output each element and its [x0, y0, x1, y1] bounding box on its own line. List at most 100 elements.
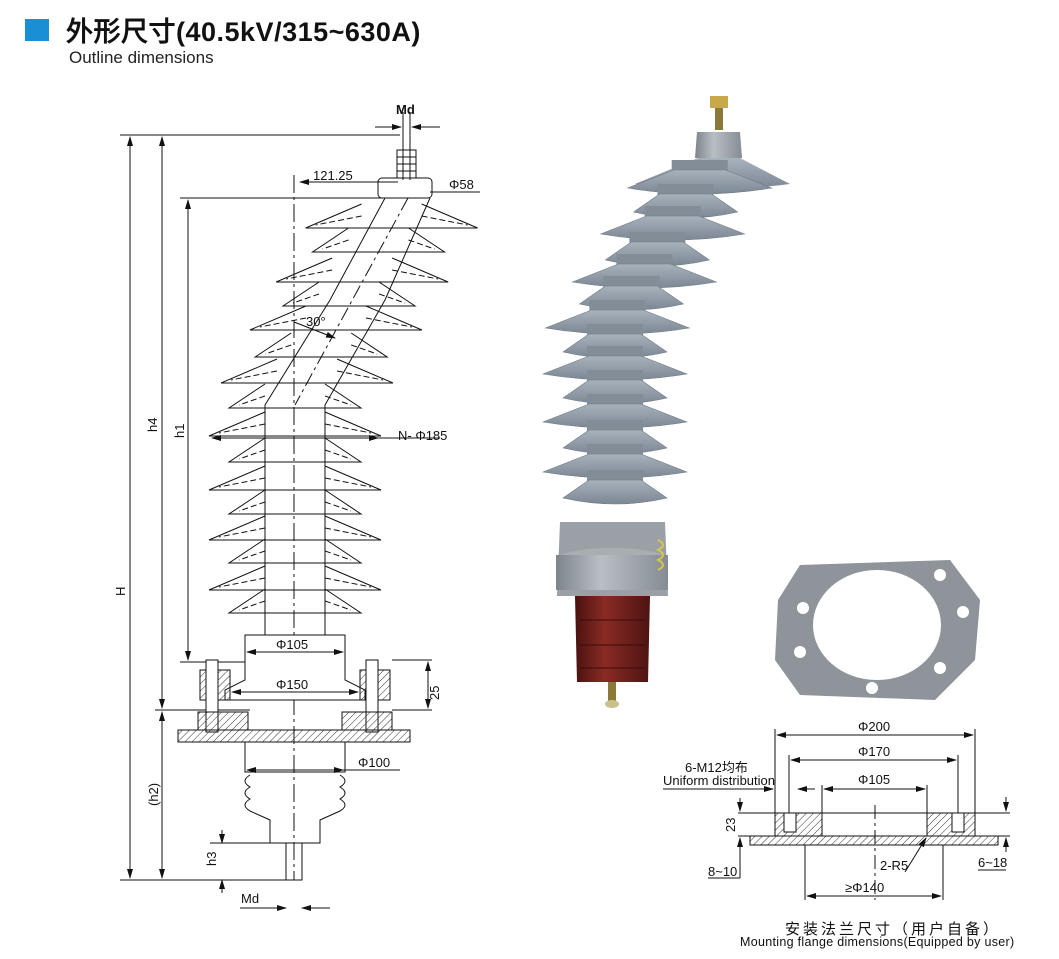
arrester-product-image	[541, 96, 980, 708]
bolt-hole	[797, 602, 809, 614]
shed-hidden-line	[265, 344, 378, 355]
shed-hidden-line	[238, 600, 352, 611]
shed-hidden-line	[230, 370, 384, 381]
photo-shed	[562, 479, 668, 505]
photo-sheds	[541, 158, 790, 505]
flange-block-left	[774, 812, 823, 837]
shed-hidden-line	[218, 423, 372, 434]
md-bottom-label: Md	[241, 891, 259, 906]
shed-outline	[227, 383, 363, 409]
shed-hidden-line	[218, 577, 372, 588]
flange-dia-label: Φ150	[276, 677, 308, 692]
drawing-labels: Md 121.25 Φ58 30° N- Φ185 H h4 h1 (h2) h…	[113, 102, 474, 906]
bottom-terminal	[608, 682, 616, 704]
bolt-hole	[934, 569, 946, 581]
shed-outline	[275, 257, 449, 283]
arrester-outline-drawing	[120, 112, 480, 911]
r5-leader	[904, 837, 927, 873]
flange-hole	[813, 570, 941, 680]
cap-dia-label: Φ58	[449, 177, 474, 192]
ground-spring	[655, 539, 664, 571]
nut	[396, 156, 417, 165]
page-title: 外形尺寸(40.5kV/315~630A)	[66, 17, 421, 47]
bolts-label: 6-M12均布	[685, 760, 748, 775]
bottom-nut	[605, 700, 619, 708]
angle-label: 30°	[306, 314, 326, 329]
page-subtitle: Outline dimensions	[69, 48, 214, 67]
r5-label: 2-R5	[880, 858, 908, 873]
top-cap	[377, 177, 433, 199]
shed-outline	[227, 437, 363, 463]
offset-label: 121.25	[313, 168, 353, 183]
shed-hidden-line	[238, 449, 352, 460]
h1-label: h1	[172, 424, 187, 438]
shed-hidden-line	[218, 477, 372, 488]
lower-body	[244, 741, 346, 773]
bolt-hole	[866, 682, 878, 694]
body-left-edge	[264, 197, 386, 635]
shed-outline	[208, 515, 382, 541]
shed-hidden-line	[315, 215, 468, 226]
mounting-plate	[177, 729, 411, 743]
t618-label: 6~18	[978, 855, 1007, 870]
bolt-hole	[957, 606, 969, 618]
h3-label: h3	[204, 852, 219, 866]
bolt-hole-section	[783, 812, 797, 833]
h2-label: (h2)	[146, 783, 161, 806]
base-dia-label: Φ105	[276, 637, 308, 652]
flange-caption-cn: 安装法兰尺寸（用户自备）	[785, 921, 1002, 938]
shed-hidden-line	[259, 317, 413, 328]
h4-label: h4	[145, 418, 160, 432]
d170-label: Φ170	[858, 744, 890, 759]
top-nut	[710, 96, 728, 108]
h23-label: 23	[723, 818, 738, 832]
top-terminal	[715, 98, 723, 130]
shed-outline	[253, 332, 389, 358]
flange-block-left	[197, 711, 249, 731]
mounting-plate	[749, 835, 999, 846]
body-right-edge	[324, 197, 431, 635]
shed-hidden-line	[218, 527, 372, 538]
bottom-stud	[285, 842, 303, 881]
t810-label: 8~10	[708, 864, 737, 879]
shed-outline	[227, 538, 363, 564]
shed-outline	[281, 281, 417, 307]
nut	[396, 149, 417, 158]
flange-block-right	[341, 711, 393, 731]
shed-outline	[305, 203, 478, 229]
nut	[396, 170, 417, 179]
bolt-hole-section	[951, 812, 965, 833]
flange-caption-en: Mounting flange dimensions(Equipped by u…	[740, 935, 1015, 949]
shed-outline	[249, 305, 423, 331]
bolt-hole	[794, 646, 806, 658]
top-cap-photo	[695, 132, 742, 158]
mounting-flange-drawing	[663, 729, 1010, 900]
flange-height-label: 25	[427, 686, 442, 700]
shed-outline	[227, 588, 363, 614]
shed-outline	[220, 358, 394, 384]
base-collar-band	[556, 555, 668, 590]
flange-labels: Φ200 Φ170 Φ105 6-M12均布 Uniform distribut…	[663, 719, 1007, 895]
lower-dia-label: Φ100	[358, 755, 390, 770]
shed-outline	[227, 489, 363, 515]
sheds	[208, 203, 478, 614]
flange-block-right	[926, 812, 976, 837]
shed-dia-label: N- Φ185	[398, 428, 447, 443]
shed-hidden-line	[238, 550, 352, 561]
d105-label: Φ105	[858, 772, 890, 787]
shed-outline	[208, 411, 382, 437]
d200-label: Φ200	[858, 719, 890, 734]
bolts-en-label: Uniform distribution	[663, 773, 775, 788]
shed-hidden-line	[286, 269, 439, 280]
bolt-hole	[934, 662, 946, 674]
d140-label: ≥Φ140	[845, 880, 884, 895]
shed-outline	[208, 565, 382, 591]
nut	[396, 163, 417, 172]
shed-hidden-line	[238, 501, 352, 512]
h-label: H	[113, 587, 128, 596]
shed-hidden-line	[322, 239, 435, 250]
shed-hidden-line	[292, 293, 406, 304]
lower-skirts	[244, 774, 346, 844]
